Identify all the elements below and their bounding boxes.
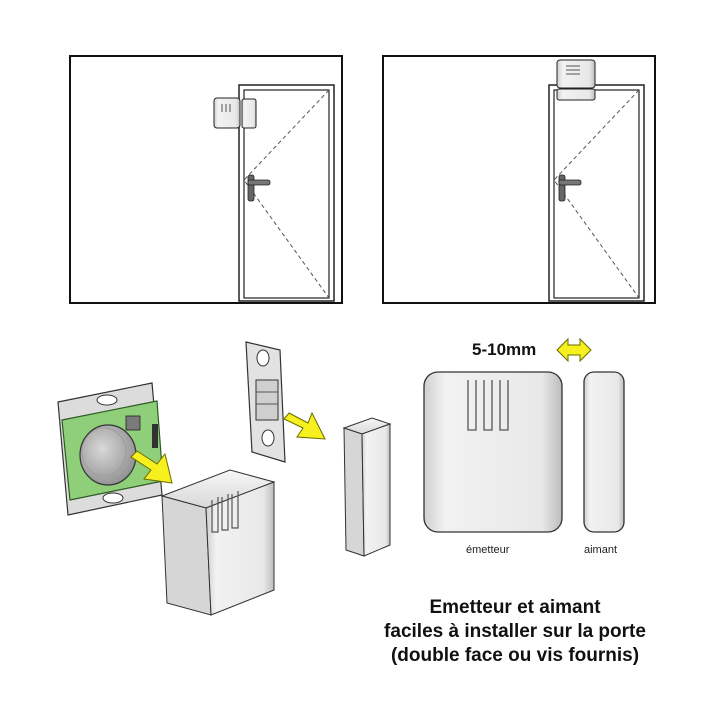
double-arrow-icon — [556, 337, 592, 363]
magnet-label: aimant — [584, 544, 618, 556]
battery-icon — [79, 424, 137, 486]
handle-icon — [558, 174, 582, 202]
magnet-icon — [583, 371, 625, 533]
transmitter-label: émetteur — [466, 544, 510, 556]
magnet-icon — [342, 417, 392, 557]
arrow-icon — [130, 450, 173, 484]
magnet-mount-plate — [245, 341, 286, 463]
magnet-icon — [241, 98, 257, 129]
transmitter-icon — [423, 371, 563, 533]
front-view — [423, 337, 625, 533]
arrow-icon — [283, 411, 326, 440]
transmitter-case — [160, 469, 276, 616]
transmitter-icon — [556, 59, 596, 89]
magnet-icon — [556, 88, 596, 101]
handle-icon — [247, 174, 271, 202]
gap-distance-label: 5-10mm — [472, 340, 537, 359]
mounting-plate — [57, 382, 164, 516]
caption-line-2: faciles à installer sur la porte — [384, 621, 646, 642]
caption-line-3: (double face ou vis fournis) — [390, 645, 640, 666]
scene-side-mount — [69, 55, 343, 304]
caption-line-1: Emetteur et aimant — [429, 597, 601, 618]
scene-top-mount — [382, 55, 656, 304]
transmitter-icon — [213, 97, 241, 129]
caption: Emetteur et aimant faciles à installer s… — [340, 596, 690, 668]
